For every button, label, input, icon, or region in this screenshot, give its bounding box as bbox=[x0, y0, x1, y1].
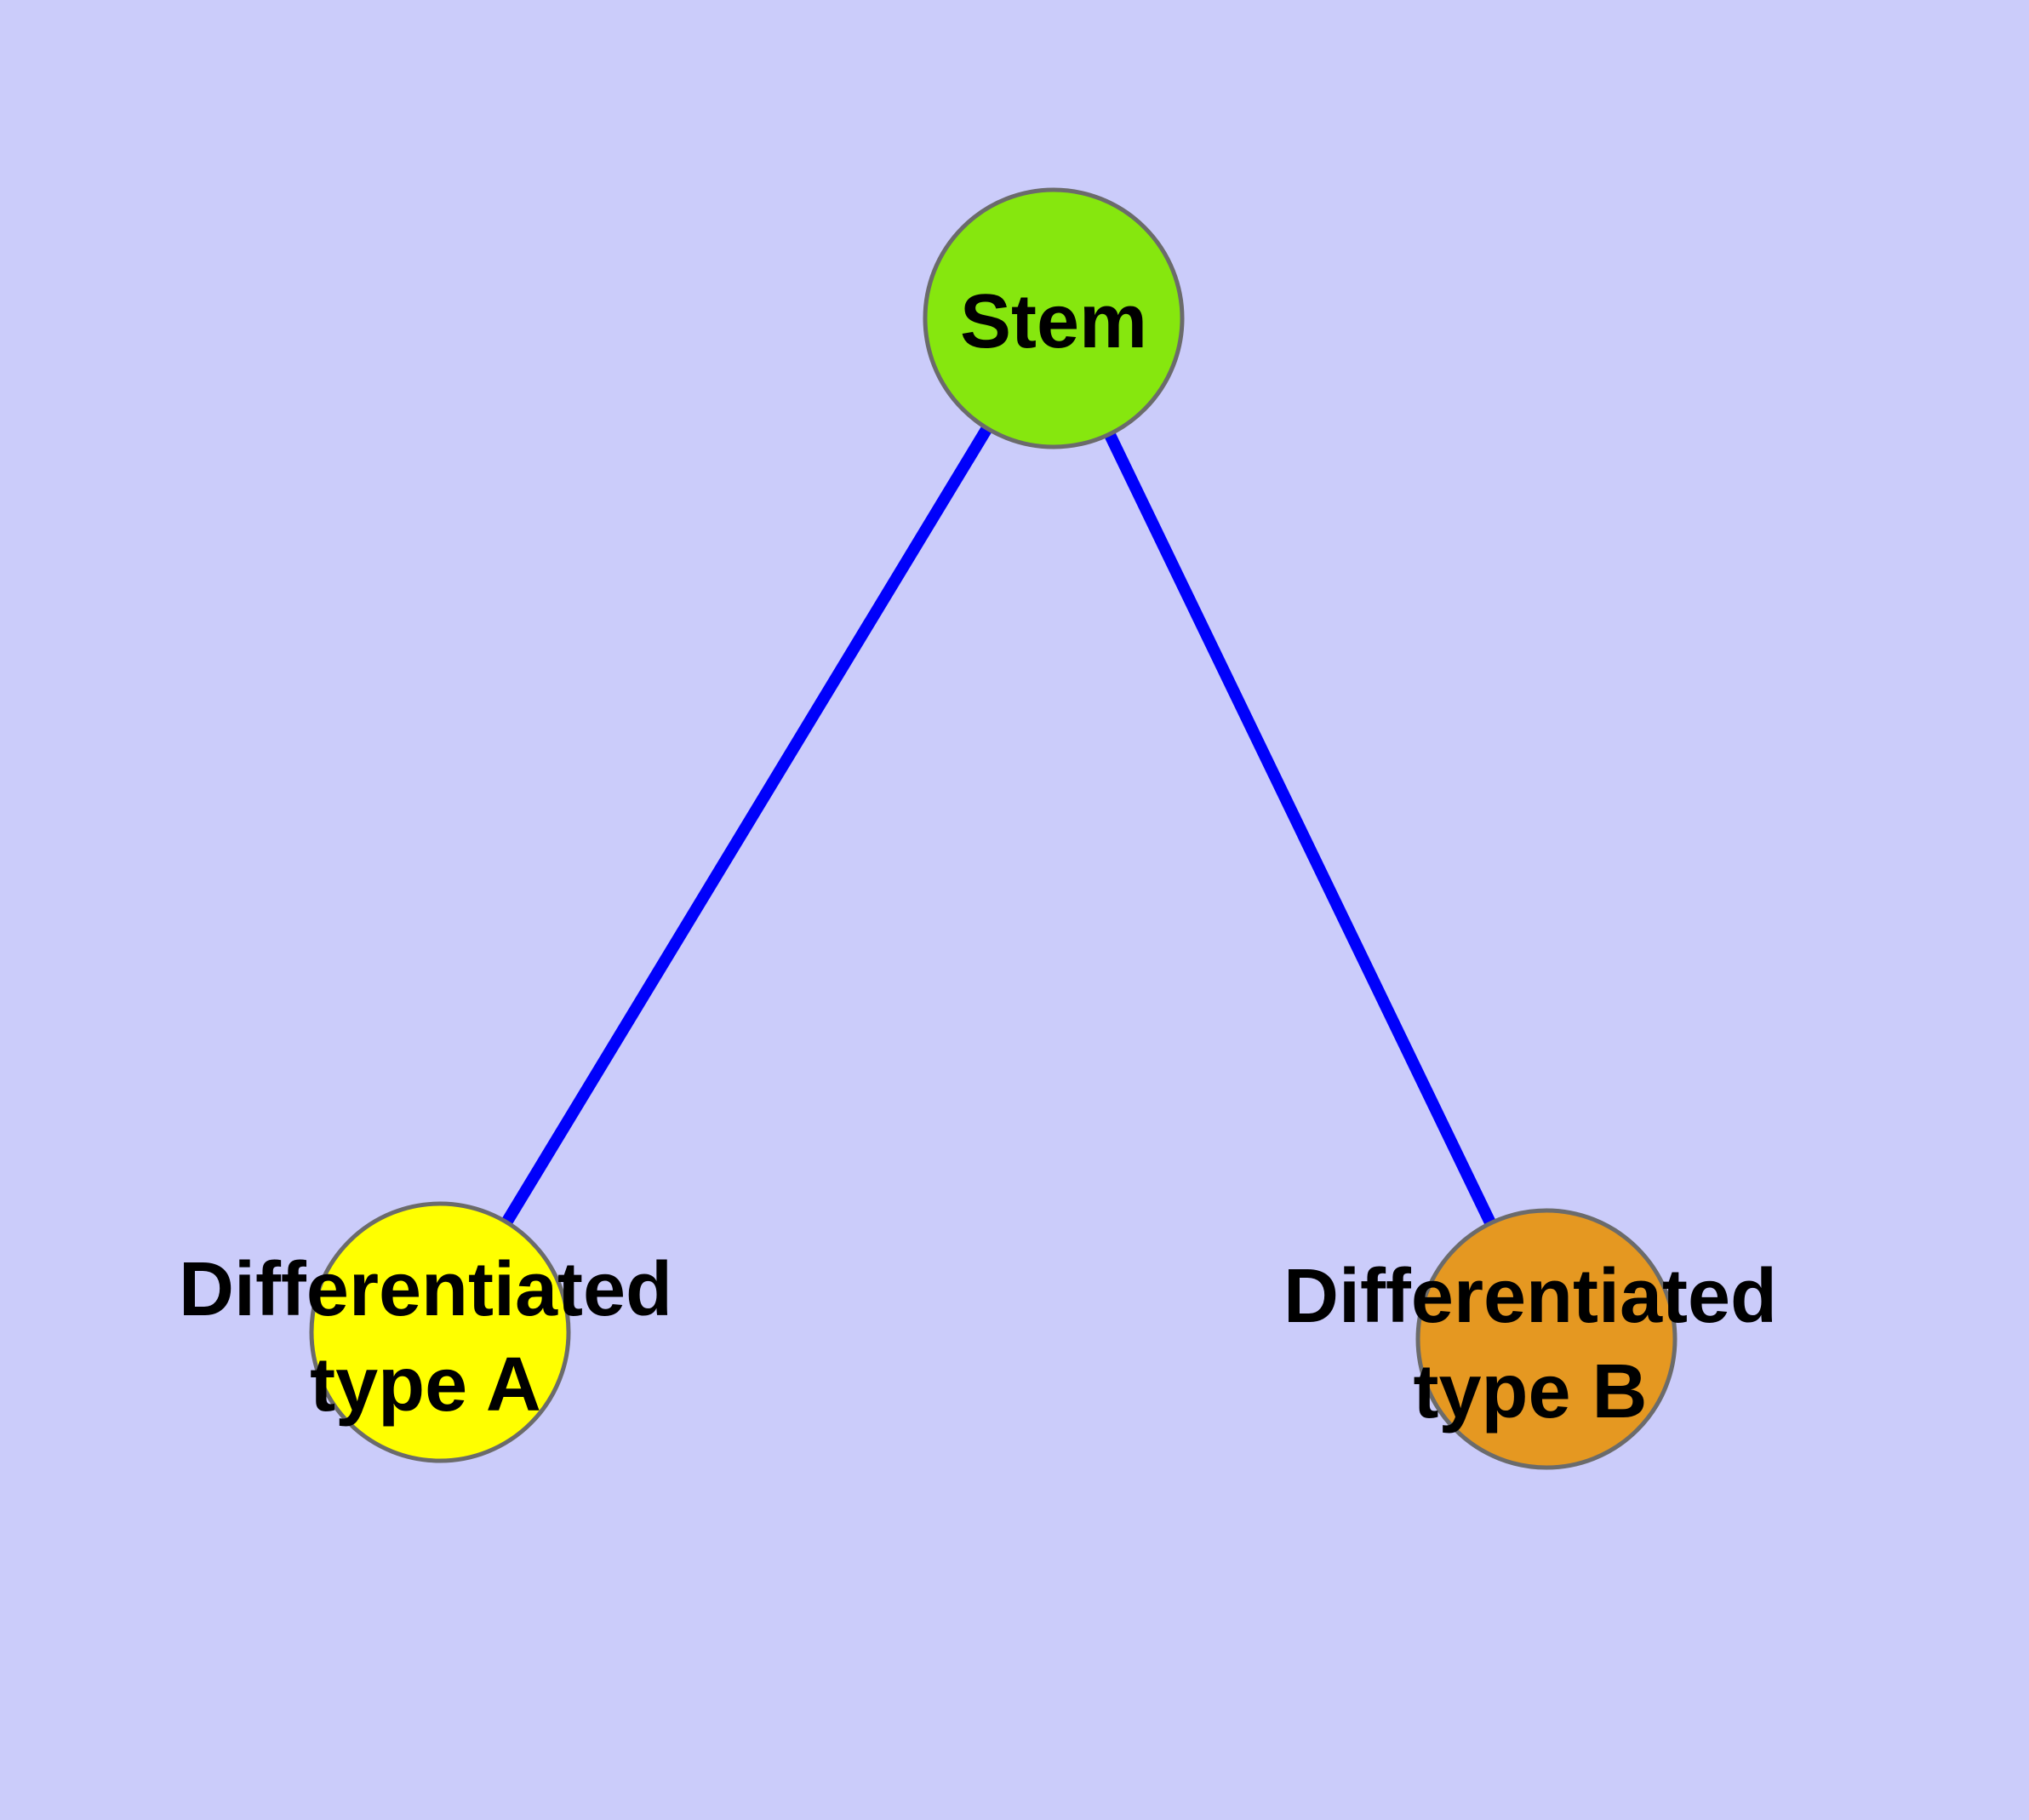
edge-stem-to-diff-a bbox=[435, 315, 1059, 1336]
edge-stem-to-diff-b bbox=[1048, 315, 1552, 1342]
node-label-stem: Stem bbox=[960, 279, 1147, 364]
node-diff-a bbox=[309, 1201, 571, 1463]
edges-layer bbox=[435, 315, 1552, 1342]
nodes-layer bbox=[309, 187, 1677, 1470]
node-stem bbox=[923, 187, 1185, 449]
node-diff-b bbox=[1415, 1208, 1677, 1470]
